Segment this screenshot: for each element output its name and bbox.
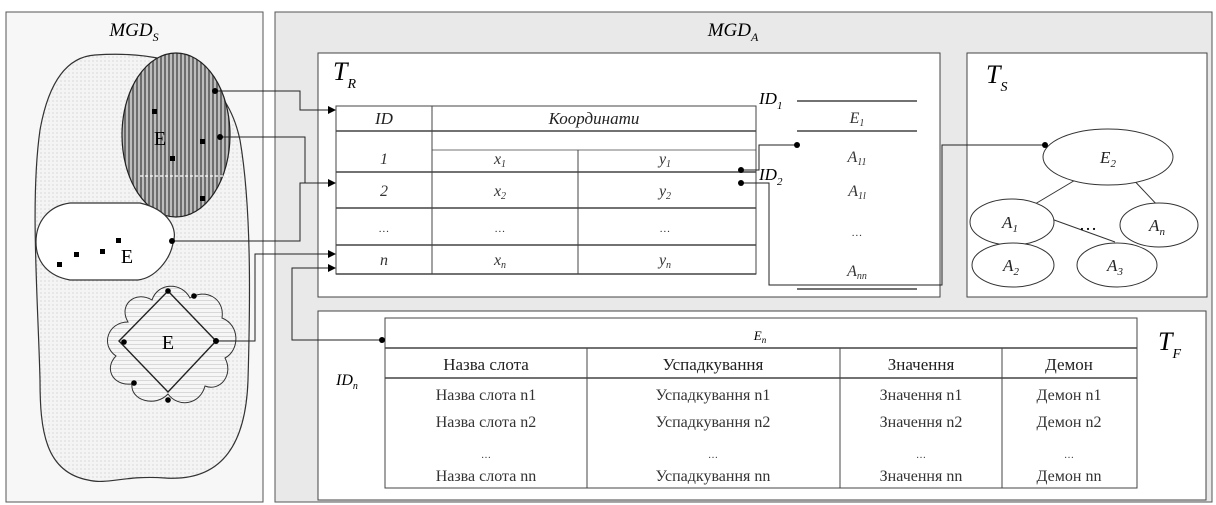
point-marker xyxy=(116,238,121,243)
t-r-row4-x: xn xyxy=(493,252,506,271)
t-f-header-value: Значення xyxy=(888,355,955,374)
entity-label-2: E xyxy=(121,246,133,268)
t-s-title: TS xyxy=(986,60,1007,95)
t-r-row1-x: x1 xyxy=(493,151,506,170)
t-r-row2-x: x2 xyxy=(493,183,506,202)
connector-arrows xyxy=(328,106,336,272)
t-f-r1-c3: Значення n1 xyxy=(880,387,963,404)
t-f-title: TF xyxy=(1158,327,1181,362)
t-f-header-demon: Демон xyxy=(1045,355,1093,374)
attr-item-2: A1l xyxy=(847,183,866,202)
connectors xyxy=(172,90,1045,342)
tree-node-an xyxy=(1119,202,1199,248)
t-f-table xyxy=(384,317,1138,489)
tree-label-a1: A1 xyxy=(1001,213,1018,235)
connector-endpoints xyxy=(169,88,1048,344)
t-f-r1-c1: Назва слота n1 xyxy=(436,387,537,404)
t-r-row4-y: yn xyxy=(657,252,671,271)
region-ellipse xyxy=(121,52,231,218)
t-r-header-id: ID xyxy=(374,109,394,128)
t-r-title: TR xyxy=(333,57,356,92)
point-marker xyxy=(200,196,205,201)
point-marker xyxy=(152,109,157,114)
id-label-1: ID1 xyxy=(758,89,782,112)
t-f-header-slot: Назва слота xyxy=(443,355,529,374)
t-f-box xyxy=(317,310,1207,501)
t-f-r1-c4: Демон n1 xyxy=(1037,387,1102,404)
point-marker xyxy=(170,156,175,161)
point-marker xyxy=(200,139,205,144)
t-r-row3-y: … xyxy=(660,223,670,235)
t-f-r3-c3: … xyxy=(916,450,926,461)
point-marker xyxy=(57,262,62,267)
attr-column xyxy=(797,100,917,290)
mgd-s-title: MGDS xyxy=(108,20,158,44)
t-f-r3-c1: … xyxy=(481,450,491,461)
attr-item-1: A11 xyxy=(846,149,866,168)
entity-label-1: E xyxy=(154,128,166,150)
t-r-header-coords: Координати xyxy=(548,109,640,128)
vertex-dot xyxy=(131,380,137,386)
t-r-row2-id: 2 xyxy=(380,183,388,200)
attr-item-3: … xyxy=(852,227,862,239)
region-lens xyxy=(35,202,175,281)
t-f-r4-c3: Значення nn xyxy=(880,468,963,485)
tree-label-a3: A3 xyxy=(1106,256,1123,278)
tree-label-an: An xyxy=(1148,216,1165,238)
tree-label-root: E2 xyxy=(1099,148,1116,170)
t-f-r4-c1: Назва слота nn xyxy=(436,468,537,485)
tree-node-a2 xyxy=(971,242,1055,288)
t-f-r2-c3: Значення n2 xyxy=(880,414,963,431)
t-f-r4-c4: Демон nn xyxy=(1037,468,1102,485)
vertex-dot xyxy=(191,293,197,299)
t-f-r4-c2: Успадкування nn xyxy=(656,468,771,485)
t-f-r2-c1: Назва слота n2 xyxy=(436,414,537,431)
vertex-dot xyxy=(165,397,171,403)
point-marker xyxy=(74,252,79,257)
tree-node-root xyxy=(1042,128,1174,186)
mgd-a-title: MGDA xyxy=(707,20,759,44)
t-r-row2-y: y2 xyxy=(657,183,671,202)
t-r-row1-id: 1 xyxy=(380,151,388,168)
t-r-row3-id: … xyxy=(379,223,389,235)
tree-ellipsis: … xyxy=(1079,214,1097,234)
t-f-r2-c2: Успадкування n2 xyxy=(656,414,771,431)
t-r-row4-id: n xyxy=(380,252,388,269)
t-f-r3-c2: … xyxy=(708,450,718,461)
id-label-2: ID2 xyxy=(758,165,783,188)
t-r-row3-x: … xyxy=(495,223,505,235)
t-r-table xyxy=(335,105,757,275)
entity-label-3: E xyxy=(162,332,174,354)
tree-label-a2: A2 xyxy=(1002,256,1019,278)
attr-header: E1 xyxy=(849,110,865,129)
t-f-header-inherit: Успадкування xyxy=(663,355,764,374)
t-r-row1-y: y1 xyxy=(657,151,671,170)
attr-item-4: Ann xyxy=(846,263,867,282)
t-f-r3-c4: … xyxy=(1064,450,1074,461)
t-f-r1-c2: Успадкування n1 xyxy=(656,387,771,404)
tree-node-a3 xyxy=(1076,242,1158,288)
t-r-box xyxy=(317,52,941,298)
t-f-id-label: IDn xyxy=(335,372,358,392)
point-marker xyxy=(100,249,105,254)
vertex-dot xyxy=(165,288,171,294)
region-diamond xyxy=(118,289,217,394)
t-f-r2-c4: Демон n2 xyxy=(1037,414,1102,431)
vertex-dot xyxy=(121,339,127,345)
t-f-entity: En xyxy=(753,328,767,345)
